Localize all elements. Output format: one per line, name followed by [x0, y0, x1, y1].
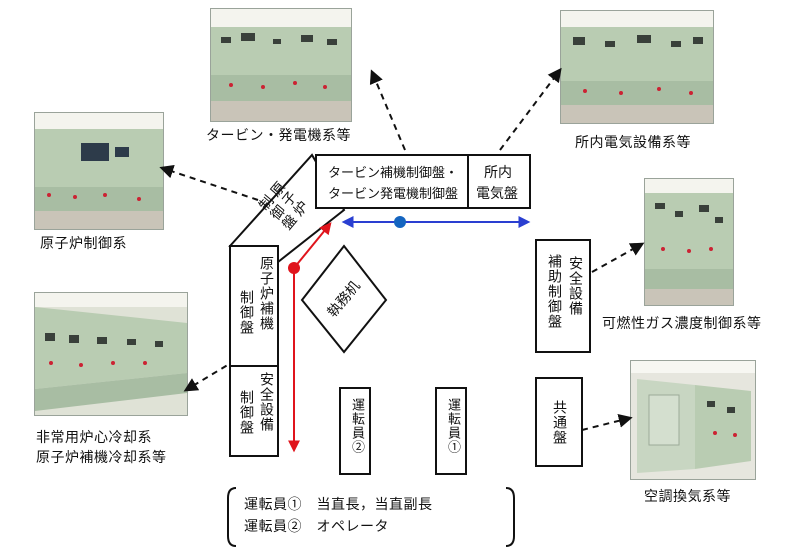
legend-brackets — [227, 487, 515, 547]
red-path-diagonal — [293, 222, 332, 269]
caption-emergency-line2: 原子炉補機冷却系等 — [36, 450, 167, 466]
label-turbine-aux-line1: タービン補機制御盤・ — [328, 166, 459, 181]
label-common-panel: 共通盤 — [551, 400, 567, 445]
caption-reactor-control: 原子炉制御系 — [40, 236, 127, 252]
panel-turbine-aux-box — [315, 154, 469, 209]
red-dot-operator1 — [288, 262, 300, 274]
dashed-arrow-reactor — [159, 164, 259, 201]
label-reactor-aux-line2: 制御盤 — [238, 290, 254, 335]
photo-reactor-control-panels — [34, 112, 164, 230]
label-reactor-aux-line1: 原子炉補機 — [258, 256, 274, 331]
blue-dot-operator2 — [394, 216, 406, 228]
panel-safety-aux-box — [535, 239, 591, 353]
dashed-arrow-station-elec — [499, 67, 562, 151]
legend-line-operator2: 運転員② オペレータ — [244, 519, 389, 535]
label-station-elec-line2: 電気盤 — [476, 186, 518, 202]
caption-station-electrical: 所内電気設備系等 — [575, 135, 691, 151]
operator1-box — [435, 387, 467, 475]
label-safety-line1: 安全設備 — [258, 372, 274, 432]
photo-turbine-generator-panels — [210, 8, 352, 122]
control-panel-photo-image — [35, 293, 187, 415]
control-panel-photo-image — [631, 361, 755, 479]
label-safety-line2: 制御盤 — [238, 390, 254, 435]
panel-safety-box — [229, 365, 279, 457]
dashed-arrow-turbine — [369, 69, 406, 151]
operator2-box — [339, 387, 371, 475]
control-panel-photo-image — [561, 11, 713, 123]
dashed-arrow-combustible-gas — [591, 242, 645, 273]
dashed-arrow-emergency — [183, 359, 237, 392]
legend-line-operator1: 運転員① 当直長，当直副長 — [244, 497, 433, 513]
control-panel-photo-image — [211, 9, 351, 121]
operator-legend: 運転員① 当直長，当直副長 運転員② オペレータ — [226, 486, 516, 548]
dashed-arrow-hvac — [581, 413, 633, 431]
label-safety-aux-line1: 安全設備 — [567, 256, 583, 316]
panel-station-elec-box — [467, 154, 531, 209]
control-panel-photo-image — [645, 179, 733, 305]
desk-box — [300, 244, 388, 354]
label-station-elec-line1: 所内 — [484, 165, 512, 181]
caption-turbine-generator: タービン・発電機系等 — [206, 128, 351, 144]
caption-hvac: 空調換気系等 — [644, 489, 731, 505]
caption-combustible-gas: 可燃性ガス濃度制御系等 — [602, 316, 762, 332]
photo-emergency-cooling-panels — [34, 292, 188, 416]
control-panel-photo-image — [35, 113, 163, 229]
caption-emergency-line1: 非常用炉心冷却系 — [36, 430, 152, 446]
label-operator2: 運転員② — [349, 398, 364, 454]
photo-station-electrical-panels — [560, 10, 714, 124]
label-operator1: 運転員① — [445, 398, 460, 454]
label-turbine-aux-line2: タービン発電機制御盤 — [328, 187, 459, 202]
photo-combustible-gas-panels — [644, 178, 734, 306]
label-safety-aux-line2: 補助制御盤 — [546, 254, 562, 329]
panel-common-box — [535, 377, 583, 467]
